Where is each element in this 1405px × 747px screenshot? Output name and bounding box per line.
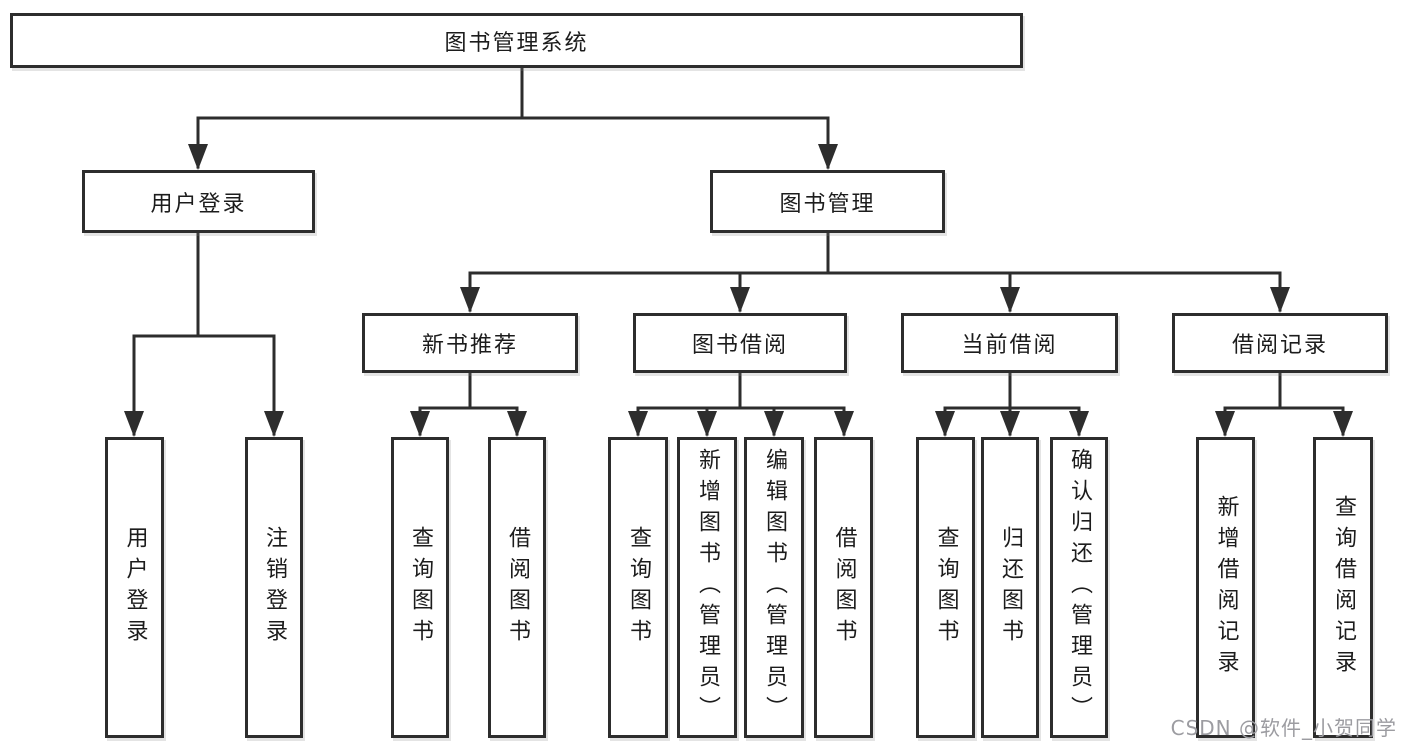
arrowhead-icon	[1000, 287, 1020, 313]
node-root-system: 图书管理系统	[10, 13, 1023, 68]
node-current-borrowing: 当前借阅	[901, 313, 1118, 373]
connector-root-to-level2	[196, 66, 830, 169]
arrowhead-icon	[124, 411, 144, 437]
arrowhead-icon	[1270, 287, 1290, 313]
arrowhead-icon	[1000, 411, 1020, 437]
arrowhead-icon	[628, 411, 648, 437]
arrowhead-icon	[264, 411, 284, 437]
leaf-edit-books-admin: 编辑图书（管理员）	[744, 437, 804, 738]
leaf-borrow-books-2: 借阅图书	[814, 437, 873, 738]
leaf-user-login: 用户登录	[105, 437, 164, 738]
leaf-borrow-books-1: 借阅图书	[488, 437, 546, 738]
arrowhead-icon	[410, 411, 430, 437]
arrowhead-icon	[1333, 411, 1353, 437]
node-book-borrowing: 图书借阅	[633, 313, 847, 373]
connector-current-borrow-group	[943, 371, 1081, 436]
arrowhead-icon	[818, 144, 838, 170]
leaf-query-books-1: 查询图书	[391, 437, 449, 738]
arrowhead-icon	[935, 411, 955, 437]
arrowhead-icon	[507, 411, 527, 437]
arrowhead-icon	[697, 411, 717, 437]
leaf-query-books-2: 查询图书	[608, 437, 668, 738]
leaf-add-borrow-record: 新增借阅记录	[1196, 437, 1255, 738]
arrowhead-icon	[730, 287, 750, 313]
arrowhead-icon	[1069, 411, 1089, 437]
arrowhead-icon	[1215, 411, 1235, 437]
connector-borrow-records-group	[1223, 371, 1345, 436]
leaf-logout: 注销登录	[245, 437, 303, 738]
arrowhead-icon	[834, 411, 854, 437]
leaf-add-books-admin: 新增图书（管理员）	[677, 437, 737, 738]
leaf-query-books-3: 查询图书	[916, 437, 975, 738]
node-new-book-recommend: 新书推荐	[362, 313, 578, 373]
connector-book-mgmt-to-level3	[468, 231, 1282, 312]
node-borrow-records: 借阅记录	[1172, 313, 1388, 373]
leaf-query-borrow-record: 查询借阅记录	[1313, 437, 1373, 738]
arrowhead-icon	[188, 144, 208, 170]
leaf-confirm-return-admin: 确认归还（管理员）	[1050, 437, 1108, 738]
csdn-watermark: CSDN @软件_小贺同学	[1170, 716, 1397, 740]
leaf-return-books: 归还图书	[981, 437, 1039, 738]
node-user-login: 用户登录	[82, 170, 315, 233]
arrowhead-icon	[764, 411, 784, 437]
connector-new-book-rec-group	[418, 371, 519, 436]
connector-user-login-group	[132, 231, 276, 436]
connector-book-borrow-group	[636, 371, 846, 436]
arrowhead-icon	[460, 287, 480, 313]
node-book-management: 图书管理	[710, 170, 945, 233]
